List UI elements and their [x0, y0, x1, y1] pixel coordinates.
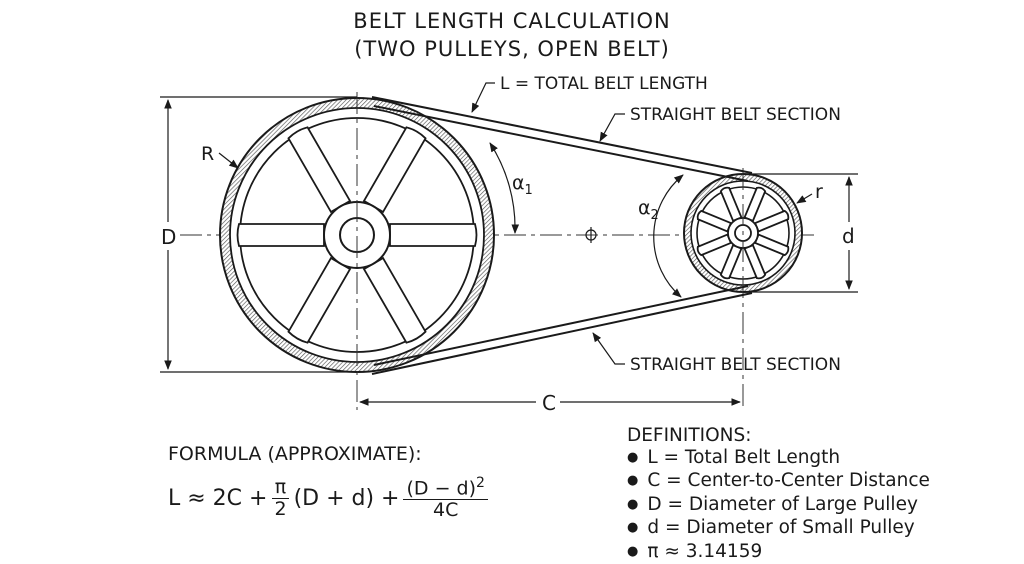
definition-item: D = Diameter of Large Pulley [627, 494, 930, 518]
formula-middle: (D + d) + [294, 486, 400, 511]
large-pulley [220, 92, 494, 410]
square-base: (D − d) [406, 477, 476, 499]
definition-item: L = Total Belt Length [627, 447, 930, 471]
label-d: d [842, 224, 855, 248]
leader-straight-bottom [593, 333, 625, 364]
label-straight-top: STRAIGHT BELT SECTION [630, 105, 841, 125]
square-exponent: 2 [476, 475, 485, 491]
fraction-numerator: π [272, 477, 289, 499]
label-alpha2: α2 [638, 197, 659, 223]
label-C: C [542, 391, 556, 415]
leader-total-length [472, 83, 495, 112]
spoke [390, 224, 477, 246]
leader-r [797, 194, 812, 203]
label-alpha1: α1 [512, 172, 533, 198]
definition-item: C = Center-to-Center Distance [627, 470, 930, 494]
spoke [238, 224, 325, 246]
formula-lhs: L ≈ 2C + [168, 486, 267, 511]
definition-item: d = Diameter of Small Pulley [627, 517, 930, 541]
fraction-pi-over-2: π 2 [271, 477, 289, 520]
leader-R [219, 153, 238, 168]
label-R: R [201, 143, 214, 165]
label-r: r [815, 181, 823, 203]
label-D: D [161, 225, 176, 249]
formula-equation: L ≈ 2C + π 2 (D + d) + (D − d)2 4C [168, 476, 492, 521]
definitions-list: L = Total Belt Length C = Center-to-Cent… [627, 447, 930, 564]
definitions-heading: DEFINITIONS: [627, 425, 930, 447]
fraction-denominator: 2 [271, 499, 289, 520]
definitions-panel: DEFINITIONS: L = Total Belt Length C = C… [627, 425, 930, 564]
definition-item: π ≈ 3.14159 [627, 541, 930, 564]
fraction-square-term: (D − d)2 4C [403, 476, 487, 521]
fraction-denominator: 4C [430, 500, 461, 521]
angle-alpha2-arc [654, 175, 683, 297]
label-total-length: L = TOTAL BELT LENGTH [500, 74, 708, 94]
formula-heading: FORMULA (APPROXIMATE): [168, 443, 422, 465]
label-straight-bottom: STRAIGHT BELT SECTION [630, 355, 841, 375]
fraction-numerator: (D − d)2 [403, 476, 487, 500]
leader-straight-top [600, 114, 625, 141]
